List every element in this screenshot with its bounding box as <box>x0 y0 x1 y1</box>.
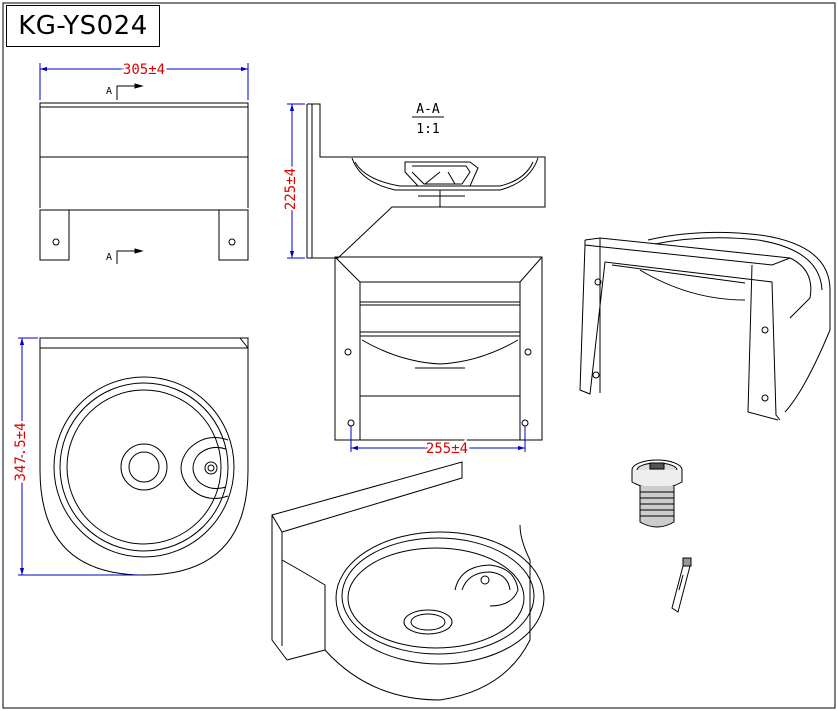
iso-front-view <box>271 461 545 701</box>
section-marker-top <box>116 83 144 100</box>
section-marker-bottom <box>116 248 144 264</box>
top-view <box>39 337 249 576</box>
height-dimension <box>287 103 305 259</box>
section-marker-top-label: A <box>106 86 112 97</box>
section-marker-bottom-label: A <box>106 252 112 263</box>
depth-dimension-text: 347.5±4 <box>13 422 29 481</box>
width-dimension-text: 305±4 <box>123 62 165 78</box>
section-scale: 1:1 <box>416 122 439 137</box>
width-dimension <box>39 63 249 100</box>
mount-spacing-dimension <box>350 426 526 452</box>
height-dimension-text: 225±4 <box>283 168 299 210</box>
section-view <box>306 103 546 259</box>
front-view <box>39 102 249 261</box>
title-block: KG-YS024 <box>6 5 160 47</box>
iso-rear-view <box>579 231 831 421</box>
rear-view <box>334 256 543 441</box>
mount-spacing-dimension-text: 255±4 <box>426 441 468 457</box>
depth-dimension <box>18 337 142 576</box>
model-code: KG-YS024 <box>18 11 148 41</box>
drain-fitting <box>631 459 683 528</box>
section-label: A-A <box>416 102 440 117</box>
anchor-bolt <box>671 557 692 613</box>
